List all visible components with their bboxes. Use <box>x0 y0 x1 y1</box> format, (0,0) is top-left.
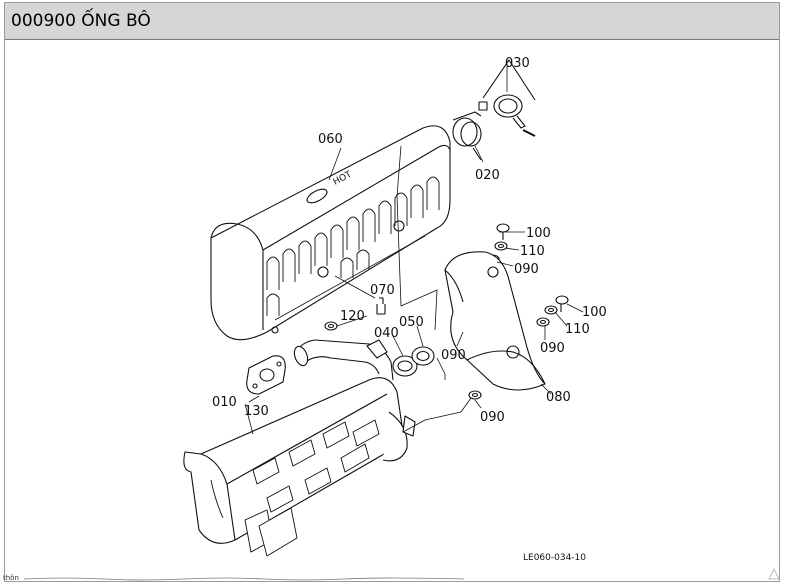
footer-text: thôn <box>3 574 19 582</box>
callout-040: 040 <box>374 326 399 341</box>
sleeve-020 <box>452 111 482 161</box>
exhaust-parts-diagram: 030 020 060 100 110 090 070 120 040 050 … <box>183 56 607 563</box>
washer-090d <box>468 390 482 400</box>
washer-110a <box>494 241 508 251</box>
callout-020: 020 <box>475 168 500 183</box>
heat-shield-060 <box>210 125 451 341</box>
callout-120: 120 <box>340 309 365 324</box>
callout-100a: 100 <box>526 226 551 241</box>
leader-lines <box>244 66 584 435</box>
callout-080: 080 <box>546 390 571 405</box>
pipe-shield-080 <box>444 251 546 391</box>
callout-100b: 100 <box>582 305 607 320</box>
reference-code: LE060-034-10 <box>523 553 586 563</box>
washer-110b <box>544 305 558 315</box>
callout-090d: 090 <box>480 410 505 425</box>
gasket-130 <box>246 355 286 395</box>
callout-090c: 090 <box>441 348 466 363</box>
seal-040 <box>392 355 418 377</box>
bolt-100b <box>555 295 569 312</box>
clamp-030 <box>478 59 536 137</box>
washer-090b <box>536 317 550 327</box>
callout-010: 010 <box>212 395 237 410</box>
callout-050: 050 <box>399 315 424 330</box>
callout-110b: 110 <box>565 322 590 337</box>
muffler-010 <box>183 377 416 557</box>
footer-scribble <box>24 577 464 581</box>
callout-030: 030 <box>505 56 530 71</box>
corner-triangle-icon <box>768 568 780 580</box>
callout-070: 070 <box>370 283 395 298</box>
seal-050 <box>411 346 435 366</box>
tail-pipe <box>293 339 394 381</box>
callout-110a: 110 <box>520 244 545 259</box>
callout-090b: 090 <box>540 341 565 356</box>
page-title: 000900 ỐNG BÔ <box>11 11 151 31</box>
washer-120 <box>324 321 338 331</box>
callout-060: 060 <box>318 132 343 147</box>
callout-090a: 090 <box>514 262 539 277</box>
callout-130: 130 <box>244 404 269 419</box>
title-bar: 000900 ỐNG BÔ <box>5 3 779 40</box>
diagram-frame: 000900 ỐNG BÔ <box>4 2 780 582</box>
bolt-070 <box>376 297 386 315</box>
